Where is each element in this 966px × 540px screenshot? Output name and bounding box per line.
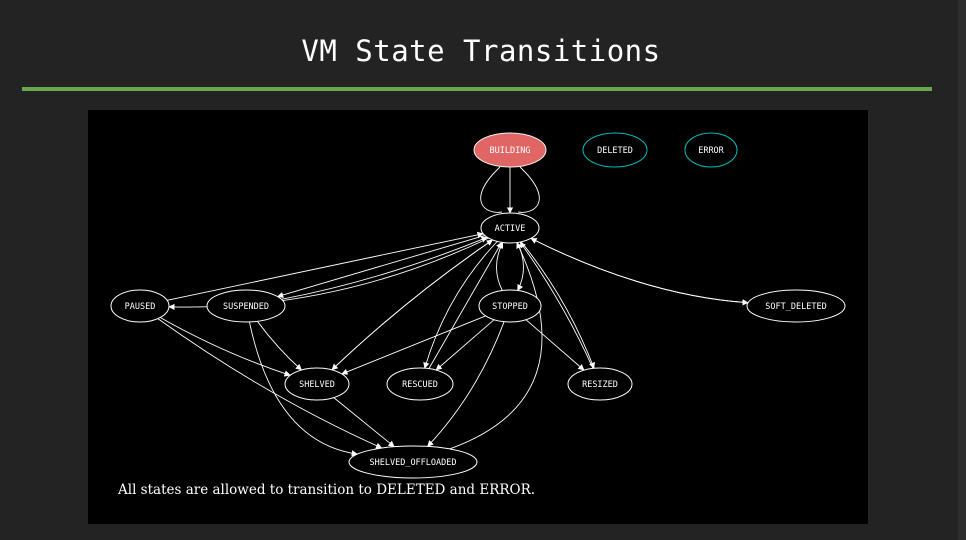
node-building-shape bbox=[473, 132, 547, 168]
edge-paused-to-shelved_offloaded bbox=[157, 318, 383, 449]
node-deleted-shape bbox=[582, 132, 648, 168]
edge-stopped-to-resized bbox=[525, 319, 585, 371]
node-building: BUILDING bbox=[473, 132, 547, 168]
node-suspended: SUSPENDED bbox=[206, 289, 286, 323]
node-error-shape bbox=[684, 132, 738, 168]
edge-soft_deleted-to-active bbox=[530, 237, 749, 304]
node-error-label: ERROR bbox=[698, 146, 724, 156]
edge-active-to-resized bbox=[520, 241, 595, 369]
edge-building-loop bbox=[480, 166, 540, 213]
node-stopped-label: STOPPED bbox=[492, 302, 528, 312]
edge-active-to-rescued bbox=[423, 241, 498, 369]
node-rescued-shape bbox=[386, 367, 454, 401]
node-paused-shape bbox=[110, 289, 170, 323]
state-diagram-canvas: BUILDING DELETED ERROR ACTIVE PAUSED SUSPENDE… bbox=[110, 132, 846, 479]
node-paused: PAUSED bbox=[110, 289, 170, 323]
node-active-shape bbox=[480, 212, 540, 244]
edge-stopped-to-rescued bbox=[435, 319, 495, 371]
edge-suspended-to-shelved_offloaded bbox=[248, 321, 358, 457]
node-shelved-offloaded-label: SHELVED_OFFLOADED bbox=[370, 458, 457, 468]
node-shelved-label: SHELVED bbox=[299, 380, 335, 390]
edge-shelved_offloaded-to-active bbox=[449, 242, 543, 450]
edge-resized-to-active bbox=[519, 241, 594, 369]
edge-shelved-to-active bbox=[331, 239, 494, 371]
node-suspended-label: SUSPENDED bbox=[223, 302, 269, 312]
node-building-label: BUILDING bbox=[490, 146, 531, 156]
edge-stopped-to-shelved_offloaded bbox=[427, 321, 505, 447]
edge-active-to-soft_deleted bbox=[530, 237, 749, 306]
node-shelved-offloaded-shape bbox=[348, 445, 478, 479]
diagram-caption: All states are allowed to transition to … bbox=[118, 482, 536, 498]
node-soft-deleted: SOFT_DELETED bbox=[746, 289, 846, 323]
edge-paused-to-active bbox=[167, 231, 484, 301]
slide-title: VM State Transitions bbox=[301, 34, 661, 68]
node-soft-deleted-label: SOFT_DELETED bbox=[765, 302, 826, 312]
node-shelved: SHELVED bbox=[284, 367, 350, 401]
title-divider bbox=[22, 87, 932, 91]
edge-rescued-to-active bbox=[428, 241, 503, 369]
node-suspended-shape bbox=[206, 289, 286, 323]
node-stopped-shape bbox=[478, 289, 542, 323]
node-error: ERROR bbox=[684, 132, 738, 168]
edge-stopped-to-shelved bbox=[341, 315, 486, 375]
edge-paused-to-shelved bbox=[159, 317, 291, 377]
node-active: ACTIVE bbox=[480, 212, 540, 244]
node-rescued-label: RESCUED bbox=[402, 380, 438, 390]
node-deleted: DELETED bbox=[582, 132, 648, 168]
node-resized-label: RESIZED bbox=[582, 380, 618, 390]
node-active-label: ACTIVE bbox=[495, 224, 526, 234]
edge-active-to-suspended bbox=[276, 234, 485, 299]
node-shelved-shape bbox=[284, 367, 350, 401]
node-resized-shape bbox=[567, 367, 633, 401]
node-soft-deleted-shape bbox=[746, 289, 846, 323]
node-paused-label: PAUSED bbox=[125, 302, 156, 312]
state-diagram: BUILDING DELETED ERROR ACTIVE PAUSED SUSPENDE… bbox=[88, 110, 868, 524]
edge-shelved-to-shelved_offloaded bbox=[333, 397, 395, 448]
node-rescued: RESCUED bbox=[386, 367, 454, 401]
slide-edge bbox=[958, 0, 966, 540]
node-stopped: STOPPED bbox=[478, 289, 542, 323]
node-shelved-offloaded: SHELVED_OFFLOADED bbox=[348, 445, 478, 479]
node-resized: RESIZED bbox=[567, 367, 633, 401]
node-deleted-label: DELETED bbox=[597, 146, 633, 156]
edge-suspended-to-active bbox=[281, 236, 488, 300]
edge-suspended-to-shelved bbox=[257, 321, 302, 371]
edge-active-to-shelved bbox=[331, 239, 493, 371]
